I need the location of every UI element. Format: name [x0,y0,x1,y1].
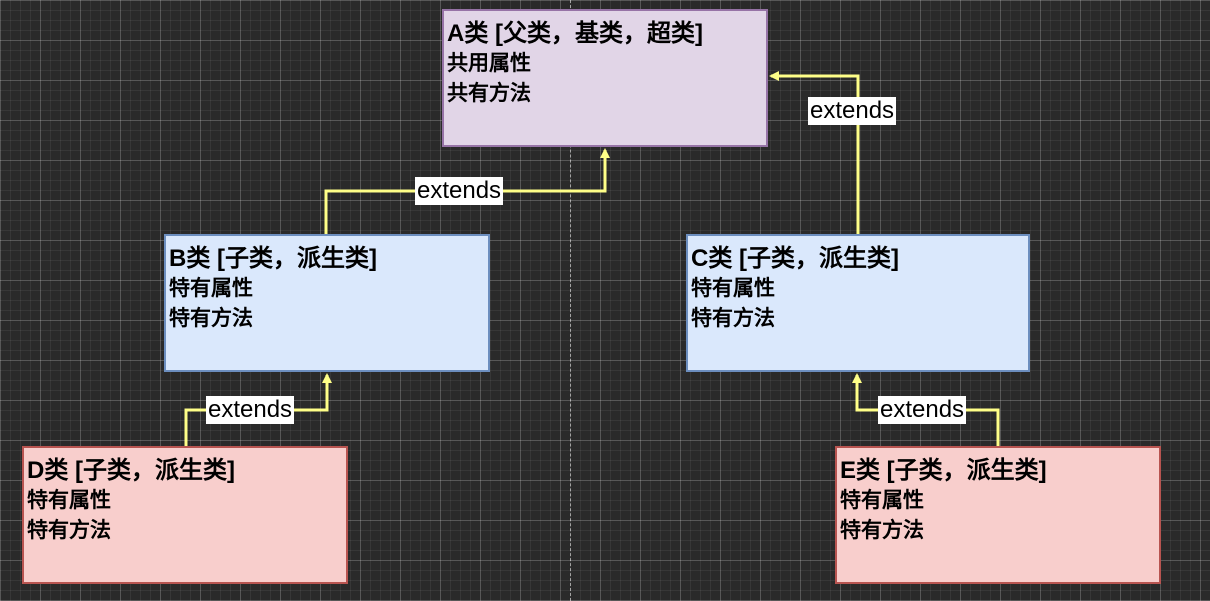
class-b-title: B类 [子类，派生类] [169,245,377,272]
class-d-attributes: 特有属性 [27,489,111,512]
class-a-methods: 共有方法 [447,82,531,105]
class-a-box[interactable]: A类 [父类，基类，超类] 共用属性 共有方法 [442,9,768,147]
edge-label-e-to-c[interactable]: extends [878,396,967,424]
class-b-methods: 特有方法 [169,307,253,330]
class-d-box[interactable]: D类 [子类，派生类] 特有属性 特有方法 [22,446,348,584]
class-e-box[interactable]: E类 [子类，派生类] 特有属性 特有方法 [835,446,1161,584]
class-d-methods: 特有方法 [27,519,111,542]
class-c-title: C类 [子类，派生类] [691,245,899,272]
class-c-methods: 特有方法 [691,307,775,330]
vertical-guide-line [570,0,571,601]
class-c-attributes: 特有属性 [691,277,775,300]
class-e-attributes: 特有属性 [840,489,924,512]
class-b-attributes: 特有属性 [169,277,253,300]
class-c-box[interactable]: C类 [子类，派生类] 特有属性 特有方法 [686,234,1030,372]
edge-c-to-a [769,71,860,234]
class-e-title: E类 [子类，派生类] [840,457,1047,484]
class-e-methods: 特有方法 [840,519,924,542]
class-d-title: D类 [子类，派生类] [27,457,235,484]
edge-label-d-to-b[interactable]: extends [206,396,295,424]
class-a-attributes: 共用属性 [447,52,531,75]
class-a-title: A类 [父类，基类，超类] [447,20,703,47]
class-b-box[interactable]: B类 [子类，派生类] 特有属性 特有方法 [164,234,490,372]
edge-label-b-to-a[interactable]: extends [415,177,504,205]
edge-label-c-to-a[interactable]: extends [808,97,897,125]
